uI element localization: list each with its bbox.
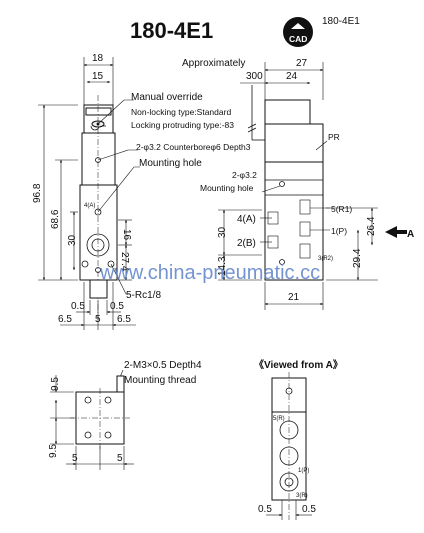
port-2b: 2(B) [237, 238, 256, 249]
svg-text:CAD: CAD [289, 34, 307, 44]
coil-body [81, 132, 116, 186]
side-view: Approximately 27 300 24 PR 2-φ3.2 [182, 58, 414, 310]
counterbore-note: 2-φ3.2 Counterboreφ6 Depth3 [136, 142, 251, 152]
cad-icon [291, 23, 305, 29]
side-hole-note: 2-φ3.2 [232, 170, 257, 180]
dim-9-5-top: 9.5 [50, 377, 61, 391]
dim-26-4: 26.4 [366, 216, 377, 236]
view-a-arrow [385, 226, 407, 238]
dim-14-3: 14.3 [217, 256, 228, 276]
viewed-from-a-label: 《Viewed from A》 [254, 358, 343, 371]
port-1p: 1(P) [331, 226, 347, 236]
side-coil [264, 123, 324, 163]
dim-18: 18 [92, 53, 104, 64]
dim-29-4: 29.4 [352, 248, 363, 268]
view-a-dim-0-5-left: 0.5 [258, 504, 272, 515]
side-head [264, 99, 311, 125]
mounting-thread-label: Mounting thread [124, 375, 196, 386]
mounting-hole-mid [94, 208, 102, 216]
view-a-dim-0-5-right: 0.5 [302, 504, 316, 515]
port-circle-inner [91, 238, 105, 252]
side-dim-30: 30 [217, 226, 228, 238]
bottom-view: 2-M3×0.5 Depth4 Mounting thread 9.5 9.5 … [48, 360, 202, 470]
dim-6-5-right: 6.5 [117, 314, 131, 325]
view-a-3r: 3(R) [296, 493, 308, 499]
dim-21: 21 [288, 292, 300, 303]
front-view: 18 15 4(A) 96.8 68.6 30 [32, 53, 251, 330]
port-3r2: 3(R2) [318, 256, 333, 262]
non-locking-note: Non-locking type:Standard [131, 107, 231, 117]
dim-5-left: 5 [72, 453, 78, 464]
mounting-hole-label: Mounting hole [139, 158, 202, 169]
dim-0-5-left: 0.5 [71, 301, 85, 312]
front-port-4a: 4(A) [84, 203, 95, 209]
pr-label: PR [328, 132, 340, 142]
port-4a: 4(A) [237, 214, 256, 225]
rc-ports-label: 5-Rc1/8 [126, 290, 161, 301]
manifold-foot [89, 279, 108, 299]
dim-27: 27 [296, 58, 308, 69]
dim-27-4: 27.4 [119, 252, 130, 272]
bottom-thread-hole-2 [84, 431, 92, 439]
view-a-5r: 5(R) [273, 416, 285, 422]
approximately-label: Approximately [182, 58, 245, 69]
thread-note: 2-M3×0.5 Depth4 [124, 360, 202, 371]
dim-6-5-left: 6.5 [58, 314, 72, 325]
locking-note: Locking protruding type:-83 [131, 120, 234, 130]
model-title: 180-4E1 [130, 18, 213, 43]
dim-24: 24 [286, 71, 298, 82]
side-valve-body [264, 161, 324, 281]
dim-300: 300 [246, 71, 263, 82]
dim-16: 16 [121, 229, 132, 241]
arrow-a-label: A [407, 229, 414, 240]
dim-9-5-bottom: 9.5 [48, 444, 59, 458]
dim-5-right: 5 [117, 453, 123, 464]
view-a-1p: 1(P) [298, 468, 309, 474]
dim-96-8: 96.8 [32, 183, 43, 203]
cad-badge: CAD 180-4E1 [283, 16, 360, 47]
view-from-a: 《Viewed from A》 5(R) 1(P) 3(R) 0.5 0.5 [254, 358, 343, 520]
dim-15: 15 [92, 71, 104, 82]
watermark: www.china-pneumatic.cc [99, 262, 320, 284]
port-circle-outer [86, 233, 110, 257]
dim-30: 30 [67, 234, 78, 246]
cad-model: 180-4E1 [322, 16, 360, 27]
dim-5: 5 [95, 314, 101, 325]
dim-0-5-right: 0.5 [110, 301, 124, 312]
manual-override-label: Manual override [131, 92, 203, 103]
side-mounting-hole: Mounting hole [200, 183, 254, 193]
port-5r1: 5(R1) [331, 204, 352, 214]
bottom-thread-hole-1 [104, 396, 112, 404]
dim-68-6: 68.6 [50, 209, 61, 229]
